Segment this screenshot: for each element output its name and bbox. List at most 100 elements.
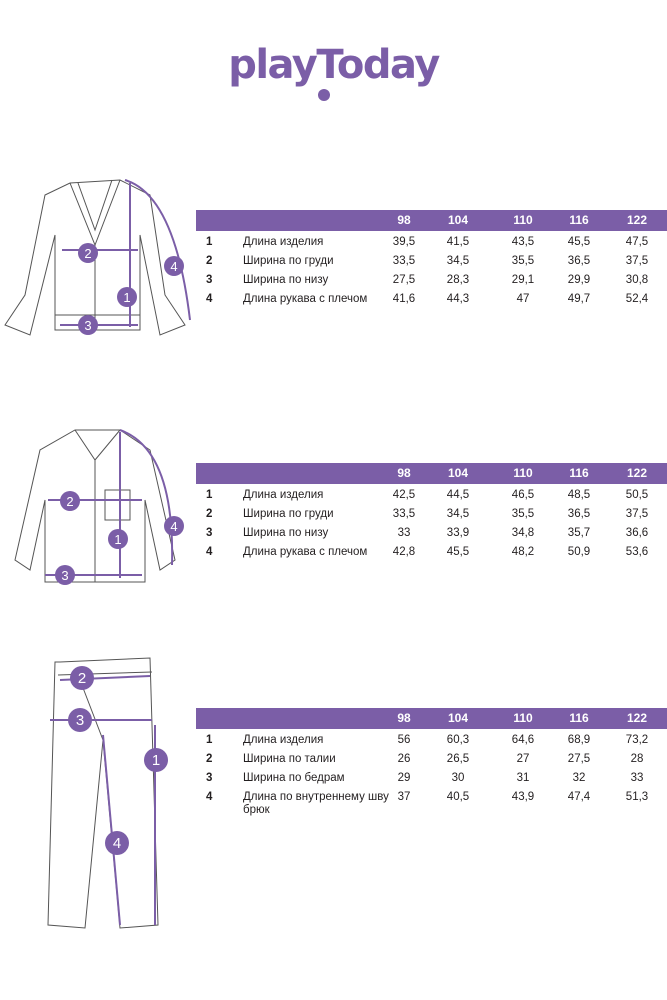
row-number: 4 xyxy=(206,546,213,558)
row-value: 29,9 xyxy=(567,274,591,286)
row-value: 47,4 xyxy=(567,791,591,803)
brand-logo: playToday xyxy=(228,42,440,88)
row-value: 42,5 xyxy=(392,489,416,501)
table-row: 4 Длина по внутреннему шву брюк 37 40,5 … xyxy=(196,788,667,820)
row-number: 1 xyxy=(206,734,213,746)
row-number: 2 xyxy=(206,255,213,267)
marker-4: 4 xyxy=(113,835,121,852)
row-value: 27 xyxy=(516,753,530,765)
row-value: 37,5 xyxy=(625,255,649,267)
size-116: 116 xyxy=(569,466,589,480)
row-value: 48,2 xyxy=(511,546,535,558)
row-label: Ширина по груди xyxy=(243,255,334,267)
row-value: 60,3 xyxy=(446,734,470,746)
row-value: 34,5 xyxy=(446,255,470,267)
marker-2: 2 xyxy=(78,670,86,687)
size-116: 116 xyxy=(569,213,589,227)
row-label: Ширина по бедрам xyxy=(243,772,345,784)
row-number: 3 xyxy=(206,772,213,784)
row-value: 29,1 xyxy=(511,274,535,286)
row-value: 28 xyxy=(630,753,644,765)
row-value: 33,5 xyxy=(392,508,416,520)
row-value: 43,5 xyxy=(511,236,535,248)
row-value: 37 xyxy=(397,791,411,803)
row-value: 33,5 xyxy=(392,255,416,267)
row-number: 2 xyxy=(206,753,213,765)
row-number: 4 xyxy=(206,293,213,305)
table-row: 1 Длина изделия 39,5 41,5 43,5 45,5 47,5 xyxy=(196,233,667,252)
row-value: 35,7 xyxy=(567,527,591,539)
marker-3: 3 xyxy=(76,712,84,729)
row-value: 42,8 xyxy=(392,546,416,558)
row-value: 27,5 xyxy=(567,753,591,765)
row-value: 36,5 xyxy=(567,508,591,520)
table-row: 3 Ширина по низу 27,5 28,3 29,1 29,9 30,… xyxy=(196,271,667,290)
row-value: 36,6 xyxy=(625,527,649,539)
row-value: 49,7 xyxy=(567,293,591,305)
row-label: Длина рукава с плечом xyxy=(243,293,368,305)
cardigan-size-table: 98 104 110 116 122 1 Длина изделия 39,5 … xyxy=(196,210,667,309)
row-value: 51,3 xyxy=(625,791,649,803)
marker-4: 4 xyxy=(170,519,177,534)
marker-2: 2 xyxy=(66,494,73,509)
marker-3: 3 xyxy=(84,318,91,333)
marker-3: 3 xyxy=(61,568,68,583)
row-label: Ширина по низу xyxy=(243,274,329,286)
row-value: 40,5 xyxy=(446,791,470,803)
row-value: 28,3 xyxy=(446,274,470,286)
table-row: 3 Ширина по низу 33 33,9 34,8 35,7 36,6 xyxy=(196,524,667,543)
row-label: Ширина по талии xyxy=(243,753,336,765)
row-value: 27,5 xyxy=(392,274,416,286)
row-number: 3 xyxy=(206,527,213,539)
row-label: Ширина по груди xyxy=(243,508,334,520)
row-value: 52,4 xyxy=(625,293,649,305)
row-label: Ширина по низу xyxy=(243,527,329,539)
row-value: 43,9 xyxy=(511,791,535,803)
row-value: 48,5 xyxy=(567,489,591,501)
row-label: Длина по внутреннему шву брюк xyxy=(243,791,389,816)
row-value: 34,5 xyxy=(446,508,470,520)
row-value: 73,2 xyxy=(625,734,649,746)
row-value: 47 xyxy=(516,293,530,305)
row-value: 33,9 xyxy=(446,527,470,539)
row-label: Длина изделия xyxy=(243,489,324,501)
size-98: 98 xyxy=(397,466,411,480)
row-value: 30 xyxy=(451,772,465,784)
row-label: Длина рукава с плечом xyxy=(243,546,368,558)
cardigan-illustration: 1 2 3 4 xyxy=(4,179,191,336)
size-104: 104 xyxy=(447,213,469,227)
row-value: 35,5 xyxy=(511,508,535,520)
size-116: 116 xyxy=(569,711,589,725)
row-label: Длина изделия xyxy=(243,236,324,248)
row-value: 36,5 xyxy=(567,255,591,267)
size-122: 122 xyxy=(626,466,648,480)
size-header: 98 104 110 116 122 xyxy=(196,210,667,231)
trousers-size-table: 98 104 110 116 122 1 Длина изделия 56 60… xyxy=(196,708,667,820)
size-98: 98 xyxy=(397,711,411,725)
marker-1: 1 xyxy=(123,290,130,305)
size-header: 98 104 110 116 122 xyxy=(196,708,667,729)
row-value: 47,5 xyxy=(625,236,649,248)
shirt-illustration: 1 2 3 4 xyxy=(14,429,184,585)
row-value: 33 xyxy=(630,772,644,784)
trousers-illustration: 1 2 3 4 xyxy=(47,657,168,929)
row-number: 3 xyxy=(206,274,213,286)
marker-4: 4 xyxy=(170,259,177,274)
size-98: 98 xyxy=(397,213,411,227)
row-value: 45,5 xyxy=(446,546,470,558)
row-value: 29 xyxy=(397,772,411,784)
marker-1: 1 xyxy=(152,752,160,769)
shirt-size-table: 98 104 110 116 122 1 Длина изделия 42,5 … xyxy=(196,463,667,562)
row-value: 37,5 xyxy=(625,508,649,520)
row-value: 44,5 xyxy=(446,489,470,501)
table-row: 2 Ширина по талии 26 26,5 27 27,5 28 xyxy=(196,750,667,769)
size-110: 110 xyxy=(513,466,533,480)
row-value: 50,9 xyxy=(567,546,591,558)
marker-2: 2 xyxy=(84,246,91,261)
row-number: 2 xyxy=(206,508,213,520)
table-row: 3 Ширина по бедрам 29 30 31 32 33 xyxy=(196,769,667,788)
size-104: 104 xyxy=(447,711,469,725)
row-value: 64,6 xyxy=(511,734,535,746)
row-value: 44,3 xyxy=(446,293,470,305)
row-value: 26,5 xyxy=(446,753,470,765)
